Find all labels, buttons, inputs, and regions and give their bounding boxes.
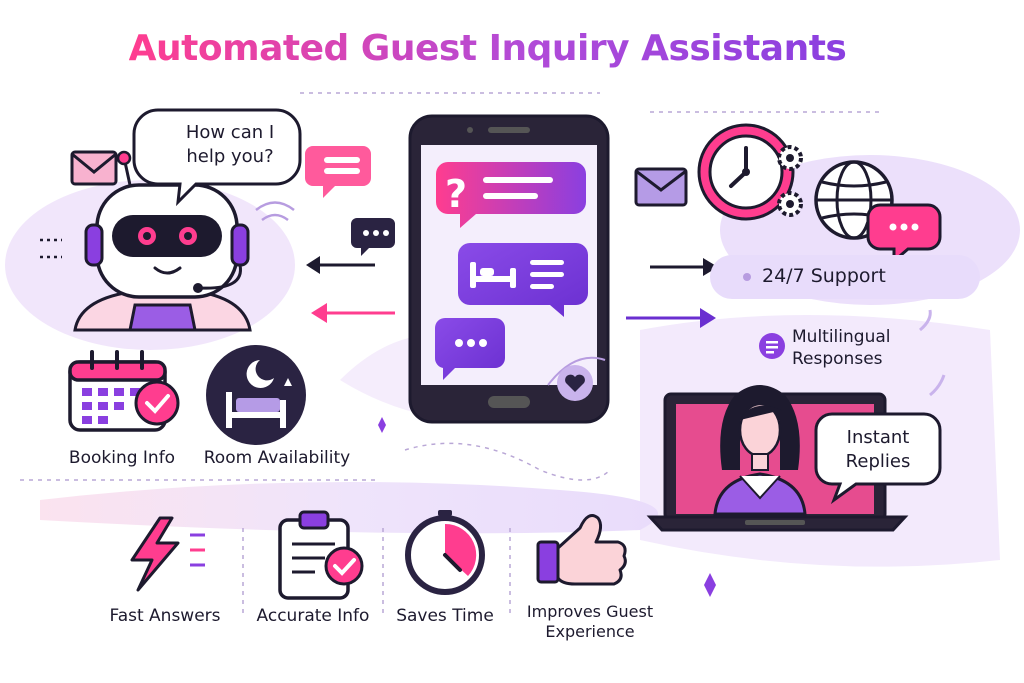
improves-line1: Improves Guest xyxy=(526,602,654,621)
envelope-icon xyxy=(70,150,118,186)
chat-bed-icon[interactable] xyxy=(458,243,588,317)
timer-icon xyxy=(405,510,485,595)
robot-bubble-line1: How can I xyxy=(185,122,275,143)
heart-icon xyxy=(547,356,606,401)
support-label: 24/7 Support xyxy=(762,265,886,287)
agent-speech-bubble xyxy=(814,412,942,505)
booking-info-label: Booking Info xyxy=(68,448,176,468)
lightning-icon xyxy=(130,516,205,592)
improves-line2: Experience xyxy=(545,622,635,641)
robot-speech-bubble xyxy=(132,108,302,207)
clock-icon xyxy=(697,123,795,221)
accurate-info-label: Accurate Info xyxy=(256,606,370,626)
support-bar xyxy=(710,255,980,299)
chat-typing-icon[interactable] xyxy=(434,318,505,380)
gear-icon xyxy=(777,145,803,217)
arrow-left-pink-icon xyxy=(311,303,395,323)
squiggle-decor xyxy=(919,309,946,397)
robot-bubble-text: How can I help you? xyxy=(160,121,300,169)
arrow-left-icon xyxy=(306,256,375,274)
chat-question-icon[interactable]: ? xyxy=(436,162,586,228)
multilingual-line2: Responses xyxy=(792,349,883,369)
multilingual-line1: Multilingual xyxy=(792,327,891,347)
message-icon xyxy=(305,146,371,198)
arrow-right-icon xyxy=(650,258,718,276)
bed-moon-icon xyxy=(206,345,306,445)
robot-assistant xyxy=(73,150,295,332)
agent-bubble-line1: Instant xyxy=(846,427,910,448)
fast-answers-label: Fast Answers xyxy=(109,606,221,626)
agent-bubble-line2: Replies xyxy=(845,451,911,472)
calendar-check-icon xyxy=(68,350,180,432)
room-availability-label: Room Availability xyxy=(203,448,351,468)
multilingual-label: Multilingual Responses xyxy=(792,326,912,370)
clipboard-check-icon xyxy=(278,510,364,600)
chat-dots-icon xyxy=(351,218,395,256)
improves-guest-experience-label: Improves Guest Experience xyxy=(515,602,665,642)
svg-text:?: ? xyxy=(445,172,467,216)
page-title: Automated Guest Inquiry Assistants xyxy=(128,28,847,69)
dividers xyxy=(242,528,511,615)
chat-icon xyxy=(759,333,785,359)
thumbs-up-icon xyxy=(536,514,627,586)
robot-bubble-line2: help you? xyxy=(186,146,274,167)
arrow-right-purple-icon xyxy=(626,308,716,328)
agent-bubble-text: Instant Replies xyxy=(818,426,938,474)
envelope-purple-icon xyxy=(634,167,688,207)
saves-time-label: Saves Time xyxy=(396,606,494,626)
